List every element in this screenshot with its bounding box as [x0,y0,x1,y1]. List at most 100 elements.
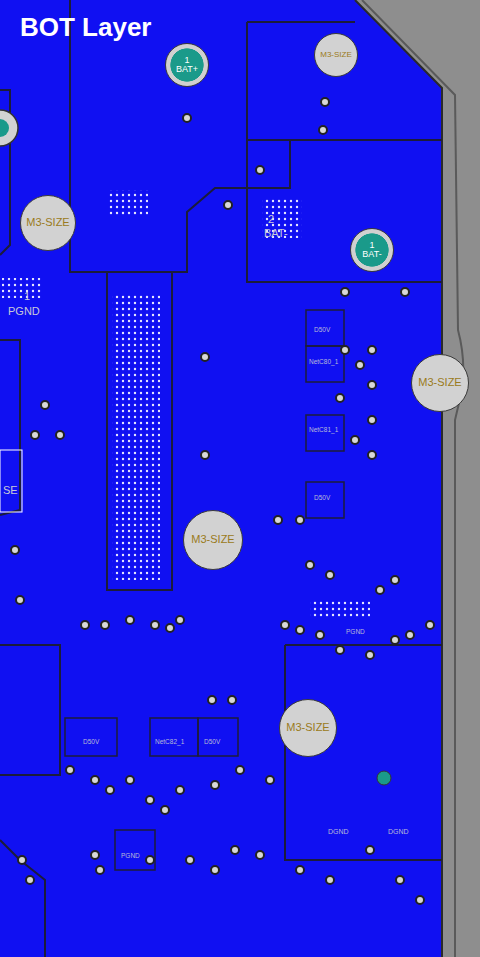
via [183,114,191,122]
via [146,796,154,804]
via [401,288,409,296]
battery-pad: 1BAT+ [165,43,209,87]
component-label: NetC81_1 [309,426,338,433]
net-label: 2 [268,213,274,225]
component-label: D50V [204,738,220,745]
via [351,436,359,444]
via [341,288,349,296]
via-array [310,600,370,618]
via [391,636,399,644]
via [316,631,324,639]
via [186,856,194,864]
via [201,353,209,361]
via [406,631,414,639]
via [336,394,344,402]
component-pads [65,310,344,870]
pad-center [0,119,9,137]
via [281,621,289,629]
via [368,346,376,354]
net-label: 1 [24,290,30,302]
via [166,624,174,632]
via [126,616,134,624]
via [326,876,334,884]
pad-label: 1 [369,241,374,250]
hole-label: M3-SIZE [418,377,461,389]
via [296,516,304,524]
via [211,781,219,789]
pad-label: BAT- [362,250,381,259]
via [96,866,104,874]
mounting-hole: M3-SIZE [411,354,469,412]
via [416,896,424,904]
battery-pad: 1BAT- [350,228,394,272]
hole-label: M3-SIZE [320,51,352,59]
via [396,876,404,884]
via [266,776,274,784]
component-outline [0,450,22,512]
via [106,786,114,794]
via [336,646,344,654]
vias [11,98,434,904]
component-label: D50V [314,494,330,501]
via [368,451,376,459]
hole-label: M3-SIZE [286,722,329,734]
hole-label: M3-SIZE [191,534,234,546]
via [368,381,376,389]
via [366,651,374,659]
via-array [112,295,160,580]
via [426,621,434,629]
via [11,546,19,554]
via [256,851,264,859]
via [228,696,236,704]
via [146,856,154,864]
via [201,451,209,459]
component-label: PGND [121,852,140,859]
via [368,416,376,424]
via [91,776,99,784]
mounting-hole: M3-SIZE [20,195,76,251]
pad-label: 1 [184,56,189,65]
via [341,346,349,354]
component-label: D50V [314,326,330,333]
via [66,766,74,774]
via [391,576,399,584]
via-array [2,278,42,298]
net-label: PGND [8,305,40,317]
mounting-hole: M3-SIZE [183,510,243,570]
component-label: DGND [388,828,409,836]
via [41,401,49,409]
via [326,571,334,579]
via [16,596,24,604]
via [101,621,109,629]
via [91,851,99,859]
via-array [108,190,148,216]
pad-label: BAT+ [176,65,198,74]
via [321,98,329,106]
via [81,621,89,629]
plane-boundaries [0,0,442,957]
mounting-hole: M3-SIZE [314,33,358,77]
mounting-hole [0,110,18,146]
component-label: NetC82_1 [155,738,184,745]
via [151,621,159,629]
net-label: BAT- [264,227,288,239]
via [126,776,134,784]
via [231,846,239,854]
via [176,616,184,624]
via [211,866,219,874]
component-label: NetC80_1 [309,358,338,365]
via [356,361,364,369]
mounting-hole: M3-SIZE [279,699,337,757]
via [366,846,374,854]
hole-label: M3-SIZE [26,217,69,229]
via [376,586,384,594]
via [256,166,264,174]
via [31,431,39,439]
via [176,786,184,794]
via [296,866,304,874]
via [161,806,169,814]
via [208,696,216,704]
via [18,856,26,864]
via [224,201,232,209]
